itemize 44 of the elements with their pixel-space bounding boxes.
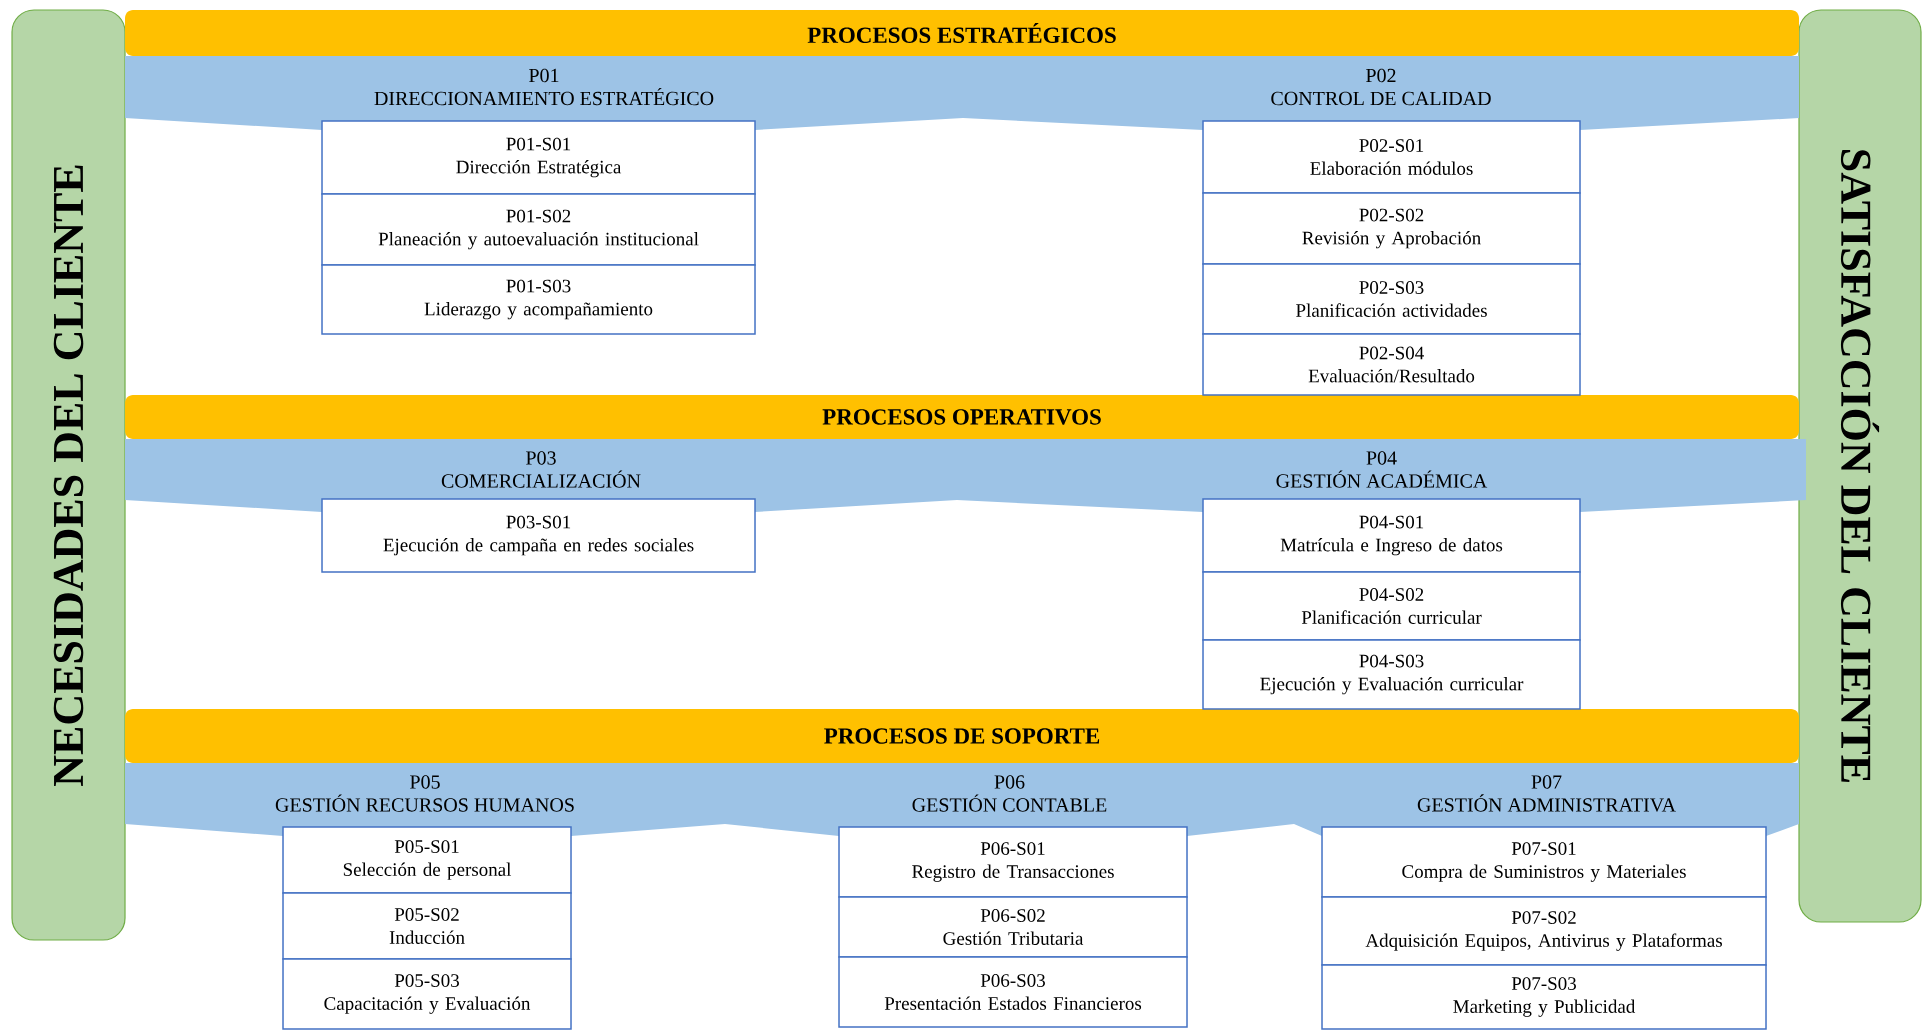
subprocess-box: P06-S02 Gestión Tributaria [838, 896, 1188, 958]
node-label: GESTIÓN CONTABLE [912, 794, 1107, 812]
node-label: P05 [410, 775, 440, 789]
node-label: DIRECCIONAMIENTO ESTRATÉGICO [374, 87, 714, 106]
node-label: CONTROL DE CALIDAD [1271, 91, 1491, 106]
subprocess-box: P05-S01 Selección de personal [282, 826, 572, 894]
subprocess-box: P07-S01 Compra de Suministros y Materiales [1321, 826, 1767, 898]
subprocess-box: P02-S01 Elaboración módulos [1202, 120, 1581, 194]
section-band: PROCESOS OPERATIVOS [125, 395, 1799, 439]
node-label: P07 [1531, 775, 1562, 789]
subprocess-box: P05-S02 Inducción [282, 892, 572, 960]
side-bar: SATISFACCIÓN DEL CLIENTE [1798, 9, 1922, 923]
subprocess-box: P06-S01 Registro de Transacciones [838, 826, 1188, 898]
node-label: GESTIÓN ACADÉMICA [1276, 470, 1488, 488]
subprocess-box: P06-S03 Presentación Estados Financieros [838, 956, 1188, 1028]
section-band: PROCESOS ESTRATÉGICOS [125, 10, 1799, 56]
process-header: P01 DIRECCIONAMIENTO ESTRATÉGICO [125, 56, 963, 130]
subprocess-box: P01-S03 Liderazgo y acompañamiento [321, 264, 756, 335]
process-header: P02 CONTROL DE CALIDAD [963, 56, 1799, 130]
node-label: P03 [526, 451, 556, 465]
node-label: P01 [529, 68, 559, 83]
subprocess-box: P02-S04 Evaluación/Resultado [1202, 333, 1581, 396]
node-label: P06 [994, 775, 1025, 789]
subprocess-box: P05-S03 Capacitación y Evaluación [282, 958, 572, 1030]
section-band: PROCESOS DE SOPORTE [125, 709, 1799, 763]
subprocess-box: P04-S03 Ejecución y Evaluación curricular [1202, 639, 1581, 710]
process-header: P05 GESTIÓN RECURSOS HUMANOS [125, 763, 725, 836]
node-label: P02 [1366, 68, 1396, 83]
node-label: GESTIÓN ADMINISTRATIVA [1417, 794, 1676, 812]
subprocess-box: P01-S02 Planeación y autoevaluación institucional [321, 193, 756, 266]
subprocess-box: P01-S01 Dirección Estratégica [321, 120, 756, 195]
subprocess-box: P02-S02 Revisión y Aprobación [1202, 192, 1581, 265]
node-label: GESTIÓN RECURSOS HUMANOS [275, 794, 574, 812]
subprocess-box: P03-S01 Ejecución de campaña en redes sociales [321, 498, 756, 573]
side-bar: NECESIDADES DEL CLIENTE [11, 9, 126, 941]
process-header: P04 GESTIÓN ACADÉMICA [957, 439, 1806, 512]
subprocess-box: P07-S03 Marketing y Publicidad [1321, 964, 1767, 1030]
subprocess-box: P04-S02 Planificación curricular [1202, 571, 1581, 641]
subprocess-box: P02-S03 Planificación actividades [1202, 263, 1581, 335]
process-header: P06 GESTIÓN CONTABLE [725, 763, 1294, 836]
subprocess-box: P04-S01 Matrícula e Ingreso de datos [1202, 498, 1581, 573]
node-label: P04 [1366, 451, 1397, 465]
subprocess-box: P07-S02 Adquisición Equipos, Antivirus y Plataformas [1321, 896, 1767, 966]
node-label: COMERCIALIZACIÓN [441, 470, 641, 488]
